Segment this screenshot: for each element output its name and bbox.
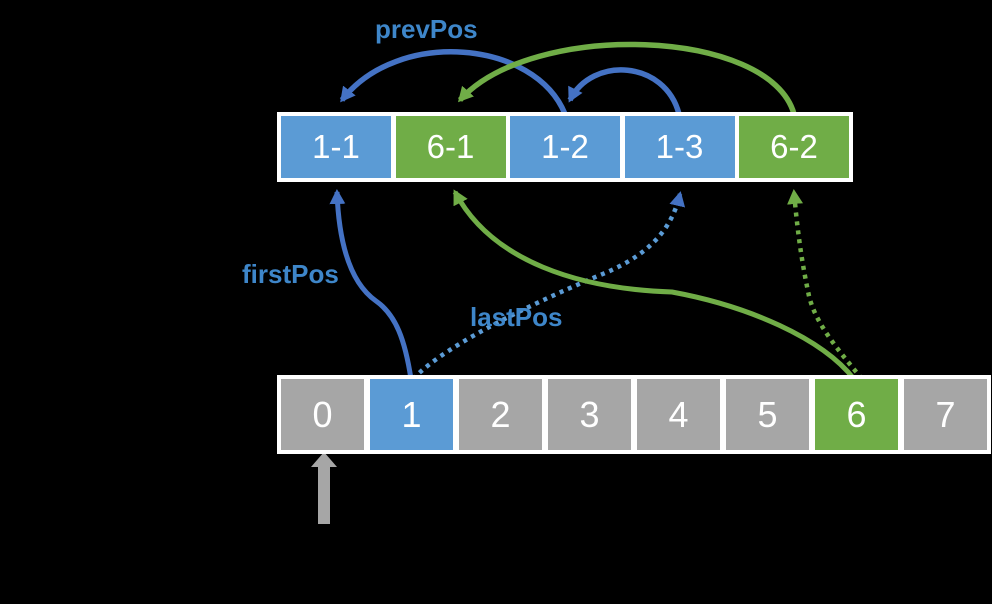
chain-cell-1-3: 1-3 — [624, 116, 735, 178]
array-cell-1: 1 — [370, 379, 453, 450]
array-cell-2: 2 — [459, 379, 542, 450]
bucket6-last-pointer-curve — [787, 189, 864, 381]
array-cell-4: 4 — [637, 379, 720, 450]
chain-cell-1-1: 1-1 — [281, 116, 391, 178]
bucket6-first-pointer-curve — [452, 189, 856, 381]
firstpos-label: firstPos — [242, 259, 339, 289]
firstpos-pointer-curve — [329, 189, 414, 380]
chain-cell-6-1: 6-1 — [395, 116, 506, 178]
chain-cell-1-2: 1-2 — [510, 116, 620, 178]
chain-cell-6-2: 6-2 — [739, 116, 849, 178]
prevpos-arc-1-3-to-1-2 — [567, 67, 682, 115]
array-row: 0 1 2 3 4 5 6 7 — [277, 375, 991, 454]
prevpos-arc-1-2-to-1-1 — [339, 49, 568, 116]
prevpos-arc-6-2-to-6-1 — [457, 41, 797, 115]
lastpos-pointer-curve — [411, 191, 686, 381]
array-cell-0: 0 — [281, 379, 364, 450]
index0-up-arrow — [311, 452, 337, 524]
array-cell-5: 5 — [726, 379, 809, 450]
lastpos-label: lastPos — [470, 302, 563, 332]
array-cell-6: 6 — [815, 379, 898, 450]
chain-row: 1-1 6-1 1-2 1-3 6-2 — [277, 112, 853, 182]
prevpos-label: prevPos — [375, 14, 478, 44]
array-cell-7: 7 — [904, 379, 987, 450]
array-cell-3: 3 — [548, 379, 631, 450]
